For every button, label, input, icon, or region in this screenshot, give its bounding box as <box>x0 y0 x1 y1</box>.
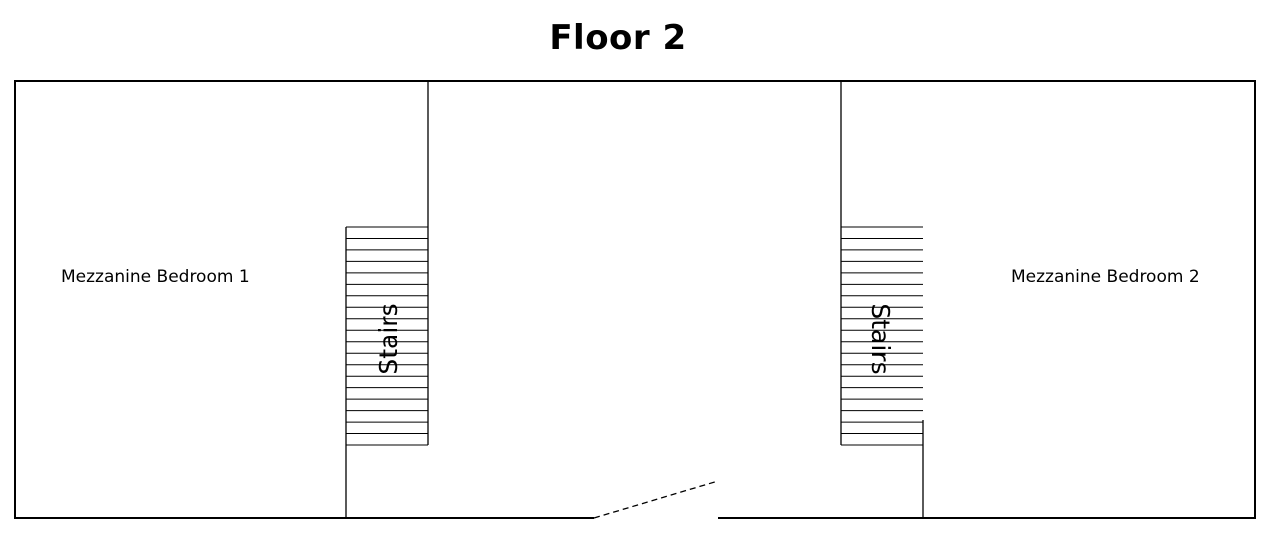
outer-walls <box>14 80 1256 519</box>
stairs-label-left: Stairs <box>374 303 403 374</box>
room-label-mezzanine-bedroom-1: Mezzanine Bedroom 1 <box>61 267 250 287</box>
floor-title: Floor 2 <box>549 18 687 58</box>
interior-walls <box>345 81 924 518</box>
stairs-left <box>346 226 428 446</box>
door-swing <box>593 480 719 519</box>
stairs-right <box>841 226 923 446</box>
room-label-mezzanine-bedroom-2: Mezzanine Bedroom 2 <box>1011 267 1200 287</box>
stairs-label-right: Stairs <box>866 303 895 374</box>
